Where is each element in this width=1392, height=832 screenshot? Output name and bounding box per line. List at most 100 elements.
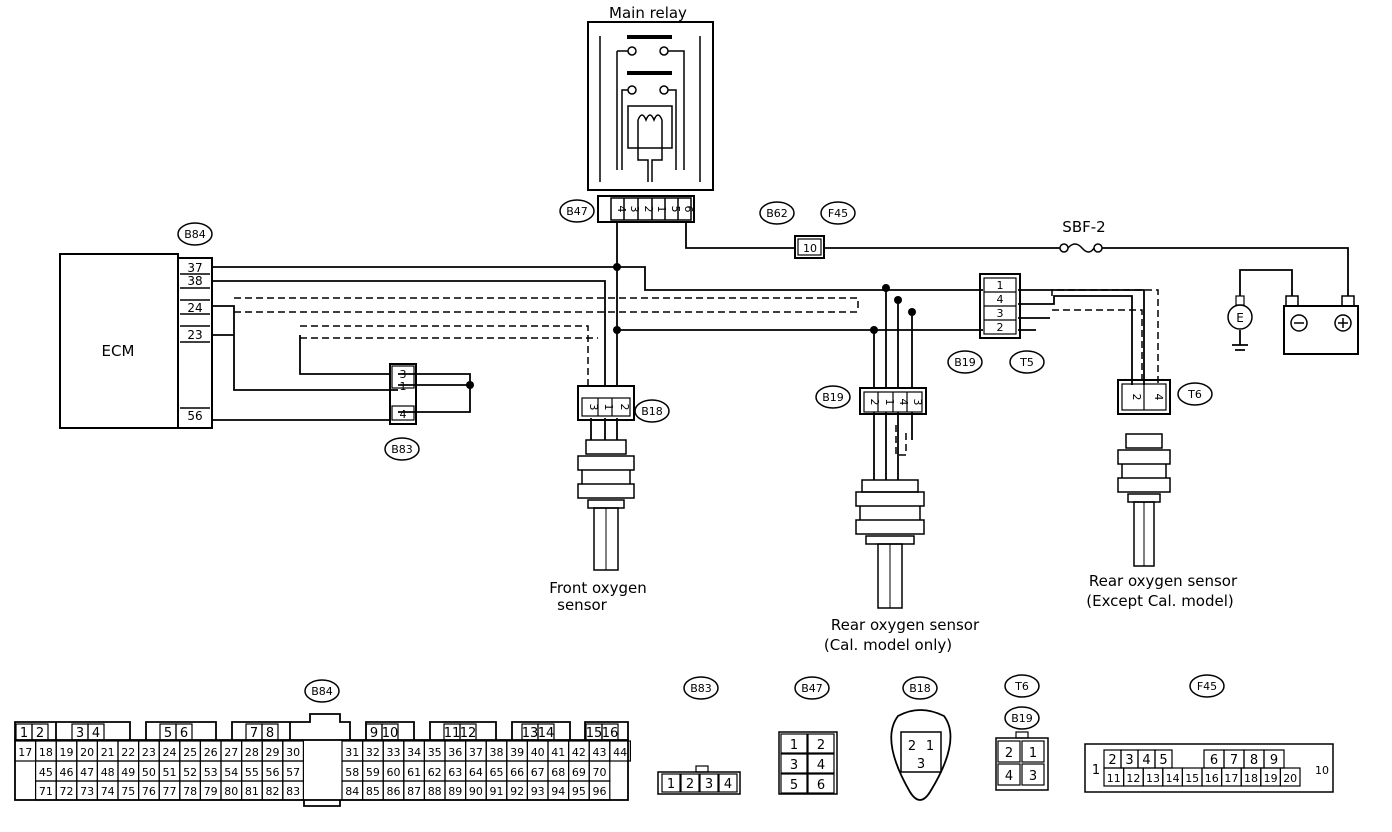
b84-pin: 6 — [180, 726, 188, 741]
tag-b19: B19 — [822, 391, 844, 404]
b84-pin: 76 — [142, 785, 156, 798]
b84-face — [14, 713, 629, 807]
t6-face-pin: 4 — [1005, 769, 1013, 784]
t6-cell — [1021, 740, 1045, 763]
battery — [1283, 295, 1359, 355]
b18-face-pin: 2 — [908, 739, 916, 754]
b84-pin: 47 — [80, 766, 94, 779]
b84-cell — [282, 780, 304, 801]
b84-pin: 8 — [266, 726, 274, 741]
b83-pin-label: 3 — [400, 368, 407, 381]
tag-b83: B83 — [391, 443, 413, 456]
b83-face-pin: 2 — [686, 777, 694, 792]
tag-b47-bottom: B47 — [801, 682, 823, 695]
ecm-box — [59, 253, 179, 429]
b47-face-pin: 5 — [790, 778, 798, 793]
f45-face-pin: 19 — [1264, 772, 1278, 785]
relay-pin-label: 6 — [682, 206, 695, 213]
b84-pin: 46 — [60, 766, 74, 779]
b84-pin: 48 — [101, 766, 115, 779]
f45-face-pin: 11 — [1107, 772, 1121, 785]
b84-pin: 11 — [444, 726, 461, 741]
b84-pin: 24 — [163, 746, 177, 759]
b84-pin: 9 — [370, 726, 378, 741]
b84-cell — [601, 723, 619, 741]
b84-pin: 22 — [121, 746, 135, 759]
b84-pin: 71 — [39, 785, 53, 798]
relay-pin-label: 3 — [628, 206, 641, 213]
b19-pin-label: 1 — [883, 399, 896, 406]
b84-pin: 53 — [204, 766, 218, 779]
b84-pin: 54 — [224, 766, 238, 779]
t6-pin-label: 2 — [1130, 394, 1143, 401]
b84-pin: 87 — [407, 785, 421, 798]
b83-face-pin: 1 — [667, 777, 675, 792]
b83-cell — [699, 773, 719, 793]
b84-pin: 91 — [490, 785, 504, 798]
b84-pin: 17 — [18, 746, 32, 759]
b84-pin: 20 — [80, 746, 94, 759]
f45-face-pin: 12 — [1126, 772, 1140, 785]
tag-t5: T5 — [1019, 356, 1034, 369]
ecm-pin-label: 24 — [187, 301, 202, 315]
b84-pin: 67 — [531, 766, 545, 779]
wiring — [212, 222, 1349, 480]
b84-pin: 7 — [250, 726, 258, 741]
f45-face-pin: 18 — [1244, 772, 1258, 785]
b83-pin-label: 4 — [400, 408, 407, 421]
t6-cell — [1021, 763, 1045, 786]
f45-face-pin: 10 — [1315, 764, 1329, 777]
b84-pin: 4 — [92, 726, 100, 741]
b47-face — [778, 731, 838, 795]
rear-cal-label-2: (Cal. model only) — [824, 636, 952, 654]
b47-cell — [807, 753, 835, 774]
b84-pin: 65 — [490, 766, 504, 779]
b84-pin: 16 — [602, 726, 619, 741]
t5-pin-label: 2 — [997, 321, 1004, 334]
b84-pin: 44 — [613, 746, 627, 759]
front-sensor-label-1: Front oxygen — [549, 579, 646, 597]
b84-pin: 30 — [286, 746, 300, 759]
b84-pin: 38 — [490, 746, 504, 759]
t5-pin-label: 1 — [997, 279, 1004, 292]
b84-pin: 31 — [345, 746, 359, 759]
b84-pin: 40 — [531, 746, 545, 759]
b84-cell — [261, 723, 279, 741]
b84-pin: 62 — [428, 766, 442, 779]
b84-cell — [87, 723, 105, 741]
b18-pin-label: 2 — [618, 404, 631, 411]
tag-b19-t5: B19 — [954, 356, 976, 369]
b83-cell — [718, 773, 738, 793]
relay-pin-label: 1 — [655, 206, 668, 213]
b84-pin: 63 — [448, 766, 462, 779]
b84-pin: 49 — [121, 766, 135, 779]
b19-pin-label: 2 — [868, 399, 881, 406]
b84-pin: 61 — [407, 766, 421, 779]
t5-pin-label: 3 — [997, 307, 1004, 320]
b18-face-pin: 3 — [917, 757, 925, 772]
b84-pin: 96 — [593, 785, 607, 798]
b84-pin: 52 — [183, 766, 197, 779]
b84-cell — [175, 723, 193, 741]
b84-pin: 23 — [142, 746, 156, 759]
sbf2-label: SBF-2 — [1062, 218, 1105, 236]
b47-relay-connector — [597, 195, 695, 223]
b84-pin: 5 — [164, 726, 172, 741]
relay-pin-label: 2 — [642, 206, 655, 213]
b84-pin: 13 — [522, 726, 539, 741]
b84-pin: 3 — [76, 726, 84, 741]
rear-exc-label-2: (Except Cal. model) — [1086, 592, 1234, 610]
b84-pin: 70 — [593, 766, 607, 779]
b84-pin: 77 — [163, 785, 177, 798]
f45-cell — [1279, 767, 1301, 787]
b83-cell — [661, 773, 681, 793]
ground-letter: E — [1236, 311, 1244, 325]
main-relay-label: Main relay — [609, 4, 687, 22]
b18-pin-label: 1 — [602, 404, 615, 411]
ecm-pin-label: 38 — [187, 274, 202, 288]
b84-pin: 66 — [510, 766, 524, 779]
b84-pin: 12 — [460, 726, 477, 741]
b84-cell — [588, 780, 611, 801]
b47-face-pin: 3 — [790, 758, 798, 773]
